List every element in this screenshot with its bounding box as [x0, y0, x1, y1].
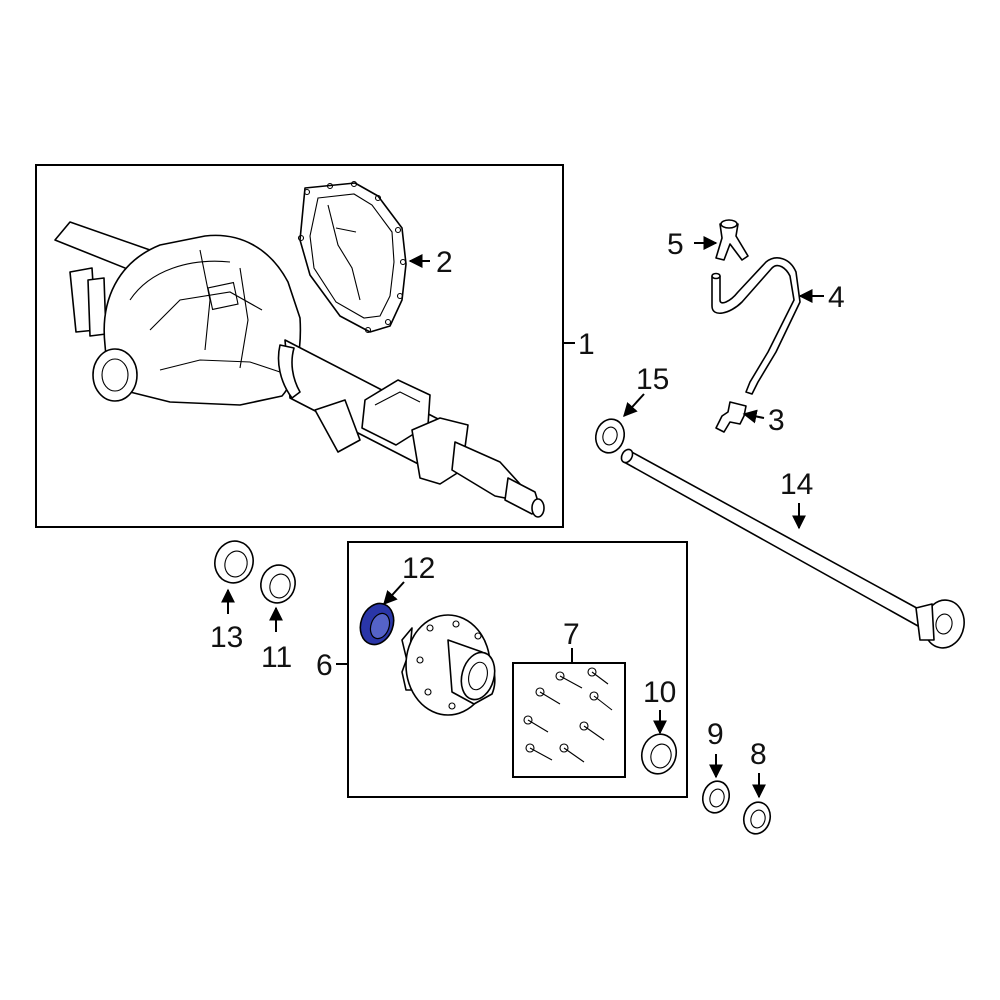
axle-shaft-part[interactable]	[619, 447, 968, 651]
leader-15	[623, 393, 645, 418]
seal-8-part[interactable]	[740, 799, 773, 837]
seal-13-part[interactable]	[210, 537, 258, 587]
callout-13: 13	[210, 621, 243, 654]
callout-7: 7	[563, 618, 580, 651]
vent-connector-part[interactable]	[715, 401, 747, 433]
callout-6: 6	[316, 649, 333, 682]
bearing-11-part[interactable]	[257, 561, 300, 607]
axle-assembly-box	[35, 164, 564, 528]
callout-2: 2	[436, 246, 453, 279]
callout-3: 3	[768, 404, 785, 437]
callout-9: 9	[707, 718, 724, 751]
wheel-stud-kit-box	[512, 662, 626, 778]
callout-12: 12	[402, 552, 435, 585]
callout-11: 11	[261, 641, 292, 674]
leader-3	[742, 409, 765, 424]
seal-12-highlighted-part[interactable]	[355, 599, 399, 649]
wheel-hub-part[interactable]	[401, 614, 500, 716]
wheel-studs-part[interactable]	[523, 667, 613, 763]
bearing-9-part[interactable]	[699, 778, 732, 816]
callout-10: 10	[643, 676, 676, 709]
vent-hose-part[interactable]	[711, 257, 801, 395]
callout-8: 8	[750, 738, 767, 771]
vent-cap-part[interactable]	[715, 219, 749, 261]
bearing-10-part[interactable]	[637, 730, 680, 777]
axle-housing-part[interactable]	[54, 221, 545, 518]
callout-5: 5	[667, 228, 684, 261]
callout-1: 1	[578, 328, 595, 361]
callout-15: 15	[636, 363, 669, 396]
differential-cover-part[interactable]	[297, 180, 407, 334]
hub-assembly-box	[347, 541, 688, 798]
callout-4: 4	[828, 281, 845, 314]
callout-14: 14	[780, 468, 813, 501]
leader-12	[383, 581, 405, 606]
washer-part[interactable]	[592, 416, 628, 456]
